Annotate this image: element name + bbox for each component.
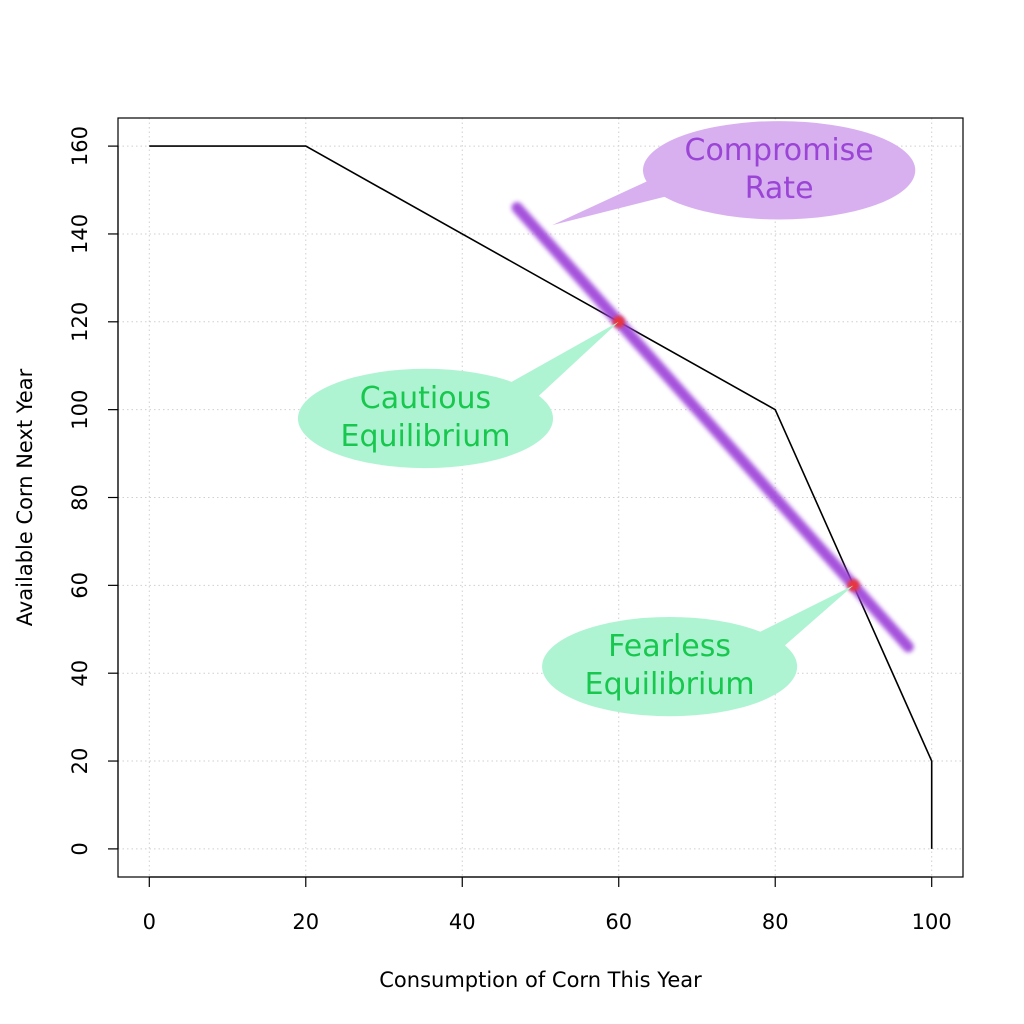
series-line xyxy=(149,145,933,849)
annotation-text: Fearless xyxy=(608,629,731,664)
compromise-rate-line xyxy=(511,202,914,653)
y-tick-label: 40 xyxy=(68,660,92,687)
x-tick-label: 40 xyxy=(449,910,476,934)
x-tick-label: 100 xyxy=(912,910,952,934)
y-tick-label: 80 xyxy=(68,484,92,511)
annotation-text: Compromise xyxy=(685,133,874,168)
x-tick-label: 80 xyxy=(762,910,789,934)
x-tick-label: 60 xyxy=(605,910,632,934)
speech-bubble-body xyxy=(642,121,916,220)
annotation-layer: CompromiseRateCautiousEquilibriumFearles… xyxy=(297,121,916,717)
annotation-text: Equilibrium xyxy=(341,419,511,454)
y-axis: 0 20 40 60 80 100 120 140 160 xyxy=(68,126,119,856)
compromise-layer xyxy=(511,202,914,653)
x-axis-label: Consumption of Corn This Year xyxy=(379,968,702,992)
y-tick-label: 20 xyxy=(68,748,92,775)
y-axis-label: Available Corn Next Year xyxy=(13,368,37,626)
y-tick-label: 160 xyxy=(68,126,92,166)
x-tick-label: 0 xyxy=(143,910,156,934)
x-tick-label: 20 xyxy=(292,910,319,934)
y-tick-label: 60 xyxy=(68,572,92,599)
annotation-text: Rate xyxy=(745,171,814,206)
annotation-text: Equilibrium xyxy=(585,667,755,702)
y-tick-label: 140 xyxy=(68,214,92,254)
x-axis: 0 20 40 60 80 100 xyxy=(143,876,952,934)
speech-bubble-body xyxy=(297,368,554,469)
annotation-text: Cautious xyxy=(360,381,491,416)
speech-bubble-body xyxy=(542,616,798,717)
y-tick-label: 100 xyxy=(68,390,92,430)
y-tick-label: 0 xyxy=(68,842,92,855)
y-tick-label: 120 xyxy=(68,302,92,342)
series-layer xyxy=(149,145,933,849)
